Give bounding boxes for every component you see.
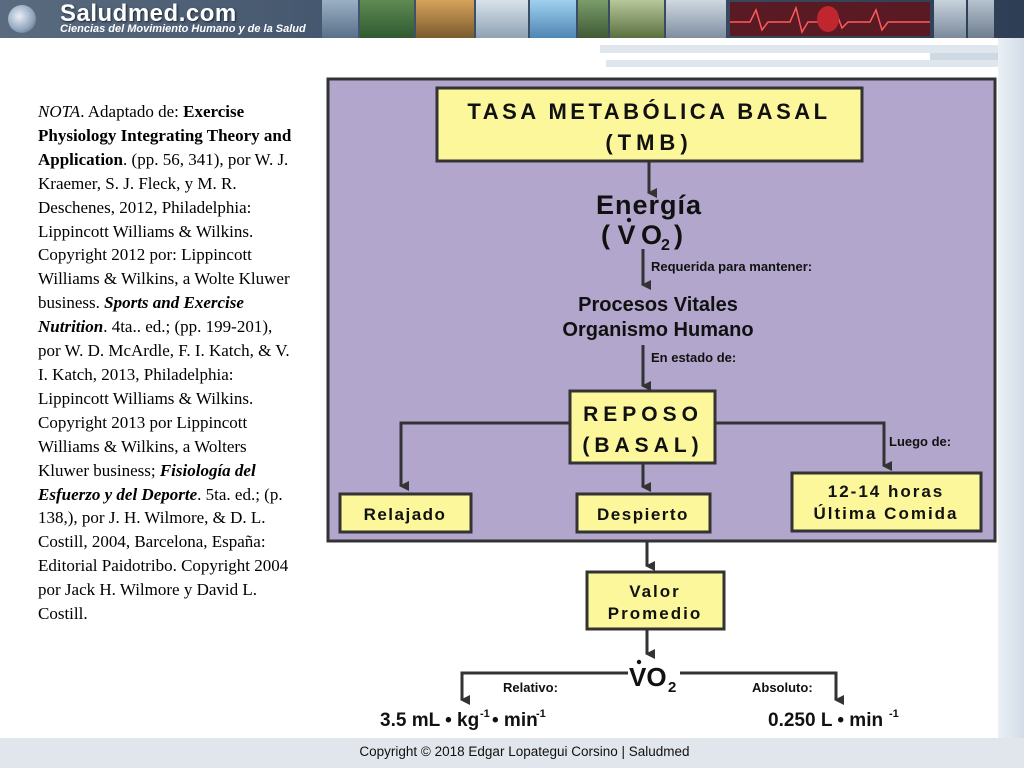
svg-text:2: 2 — [668, 679, 676, 696]
decor-bar — [606, 60, 998, 67]
state-label: En estado de: — [651, 350, 736, 365]
svg-text:VO: VO — [629, 662, 667, 692]
logo-text: Saludmed.com — [60, 0, 237, 27]
awake-box — [575, 492, 712, 534]
absolute-value: 0.250 L • min -1 — [768, 708, 899, 731]
hours-line1: 12-14 horas — [828, 482, 945, 501]
jumping-photo — [530, 0, 576, 38]
forest-photo — [360, 0, 414, 38]
relative-label: Relativo: — [503, 680, 558, 695]
arrow-absolute — [680, 671, 844, 705]
runner-photo — [322, 0, 358, 38]
vo2-paren-label: ( V O 2 ) — [601, 217, 683, 254]
average-line1: Valor — [629, 582, 681, 601]
note-label: NOTA — [38, 102, 81, 121]
decor-bar — [600, 45, 998, 53]
processes-line1: Procesos Vitales — [578, 294, 738, 316]
title-line2: (TMB) — [605, 130, 692, 155]
rest-line2: (BASAL) — [582, 434, 703, 457]
relaxed-box — [338, 492, 473, 534]
decor-bar — [930, 53, 998, 60]
absolute-label: Absoluto: — [752, 680, 813, 695]
arrow-branch-left — [399, 421, 570, 491]
book-title: Fisiología del Esfuerzo y del Deporte — [38, 460, 256, 504]
stretching-photo — [610, 0, 664, 38]
walkers-photo — [476, 0, 528, 38]
rest-box — [568, 389, 717, 465]
svg-text:-1: -1 — [536, 708, 546, 720]
required-label: Requerida para mantener: — [651, 259, 812, 274]
reference-note: NOTA. Adaptado de: Exercise Physiology I… — [38, 102, 292, 624]
arrow-branch-right — [715, 421, 892, 471]
svg-text:• min: • min — [492, 710, 538, 731]
average-box — [585, 570, 726, 631]
copyright-text: Copyright © 2018 Edgar Lopategui Corsino… — [359, 744, 690, 759]
header-banner: Saludmed.com Ciencias del Movimiento Hum… — [0, 0, 1024, 38]
logo-subtitle: Ciencias del Movimiento Humano y de la S… — [60, 23, 306, 35]
tennis-photo — [578, 0, 608, 38]
energy-label: Energía — [596, 190, 702, 220]
title-line1: TASA METABÓLICA BASAL — [467, 99, 830, 124]
cycling-photo — [416, 0, 474, 38]
exercise-photo — [968, 0, 994, 38]
vo2-main-label: VO 2 — [629, 659, 676, 696]
svg-text:2: 2 — [661, 237, 670, 254]
svg-text:-1: -1 — [480, 708, 490, 720]
title-box — [435, 86, 864, 163]
svg-text:O: O — [641, 220, 662, 250]
book-title: Sports and Exercise Nutrition — [38, 293, 244, 337]
rest-line1: REPOSO — [583, 403, 703, 426]
hours-box — [790, 471, 983, 533]
processes-line2: Organismo Humano — [562, 319, 753, 341]
relaxed-label: Relajado — [364, 505, 447, 524]
svg-text:( V: ( V — [601, 220, 636, 250]
book-title: Exercise Physiology Integrating Theory a… — [38, 102, 292, 169]
after-label: Luego de: — [889, 434, 951, 449]
awake-label: Despierto — [597, 505, 689, 524]
relative-value: 3.5 mL • kg -1 • min -1 — [380, 708, 546, 731]
hours-line2: Última Comida — [813, 504, 958, 523]
svg-text:0.250 L • min: 0.250 L • min — [768, 710, 883, 731]
svg-text:): ) — [674, 220, 683, 250]
footer-bar — [0, 738, 1024, 768]
treadmill-photo — [934, 0, 966, 38]
seniors-photo — [666, 0, 726, 38]
svg-text:3.5 mL • kg: 3.5 mL • kg — [380, 710, 479, 731]
ecg-heart-graphic — [730, 2, 930, 36]
logo-globe-icon — [8, 5, 36, 33]
arrow-relative — [460, 671, 628, 705]
right-edge-stripe — [998, 38, 1024, 768]
svg-text:-1: -1 — [889, 708, 899, 720]
average-line2: Promedio — [608, 604, 702, 623]
